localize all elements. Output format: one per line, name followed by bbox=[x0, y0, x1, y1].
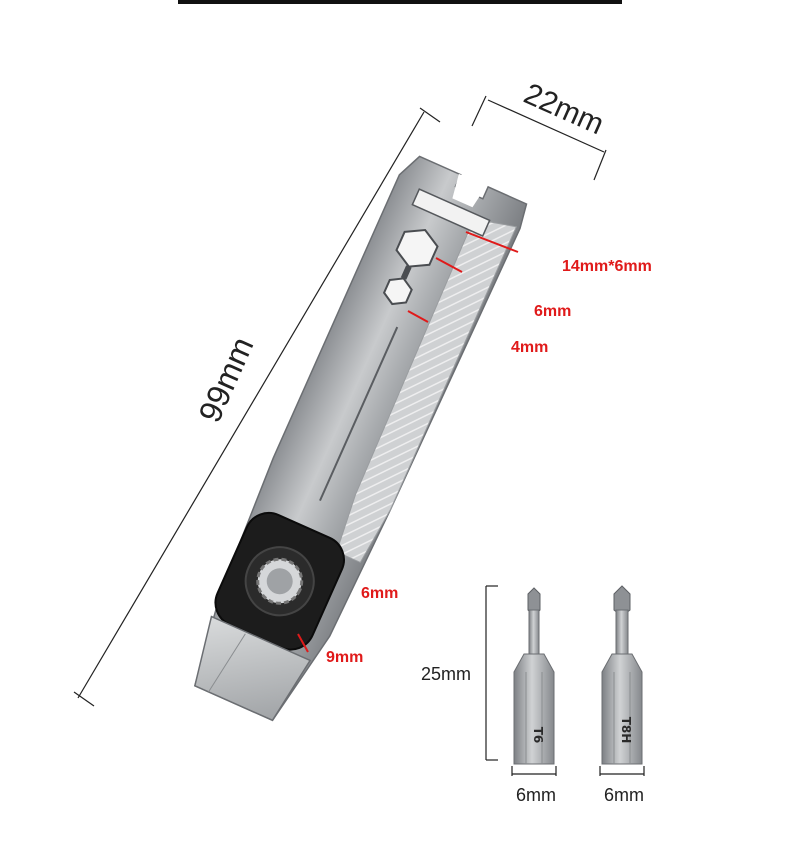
width-label: 22mm bbox=[519, 77, 609, 141]
hex-small-marker bbox=[407, 310, 429, 323]
opener-size-label: 14mm*6mm bbox=[562, 258, 652, 275]
bit-length-label: 25mm bbox=[421, 664, 471, 684]
ratchet-size-label: 6mm bbox=[361, 585, 398, 602]
multitool bbox=[193, 155, 528, 722]
knurled-face bbox=[335, 218, 518, 564]
hex-hole-large bbox=[395, 228, 439, 268]
bit-length-dimension: 25mm bbox=[421, 585, 498, 761]
center-groove bbox=[319, 326, 399, 502]
bit-t6: T6 bbox=[513, 587, 555, 765]
bit-t8h-marking: T8H bbox=[619, 717, 633, 744]
bit-t8h-shaft bbox=[615, 609, 629, 655]
hex-channel bbox=[400, 265, 412, 280]
flat-edge-marker bbox=[297, 633, 309, 653]
bit1-width-dimension: 6mm bbox=[511, 766, 557, 805]
socket-center bbox=[266, 568, 293, 595]
bit-t6-shaft bbox=[528, 609, 540, 655]
hex-large-marker bbox=[435, 257, 463, 273]
opener-marker bbox=[465, 231, 519, 253]
flat-edge-size-label: 9mm bbox=[326, 649, 363, 666]
bit1-width-label: 6mm bbox=[516, 785, 556, 805]
hex-large-size-label: 6mm bbox=[534, 303, 571, 320]
bit-t8h-hex bbox=[601, 653, 643, 765]
bit2-width-dimension: 6mm bbox=[599, 766, 645, 805]
opener-notch bbox=[452, 173, 487, 208]
bottle-opener-slot bbox=[411, 188, 491, 237]
bit-t8h: T8H bbox=[601, 585, 643, 765]
width-dimension: 22mm bbox=[471, 77, 609, 181]
bit-t6-hex bbox=[513, 653, 555, 765]
length-label: 99mm bbox=[191, 332, 260, 428]
bit-t6-marking: T6 bbox=[531, 727, 545, 744]
pry-edge bbox=[193, 615, 312, 722]
hex-small-size-label: 4mm bbox=[511, 339, 548, 356]
bit2-width-label: 6mm bbox=[604, 785, 644, 805]
pry-bevel bbox=[208, 633, 246, 693]
